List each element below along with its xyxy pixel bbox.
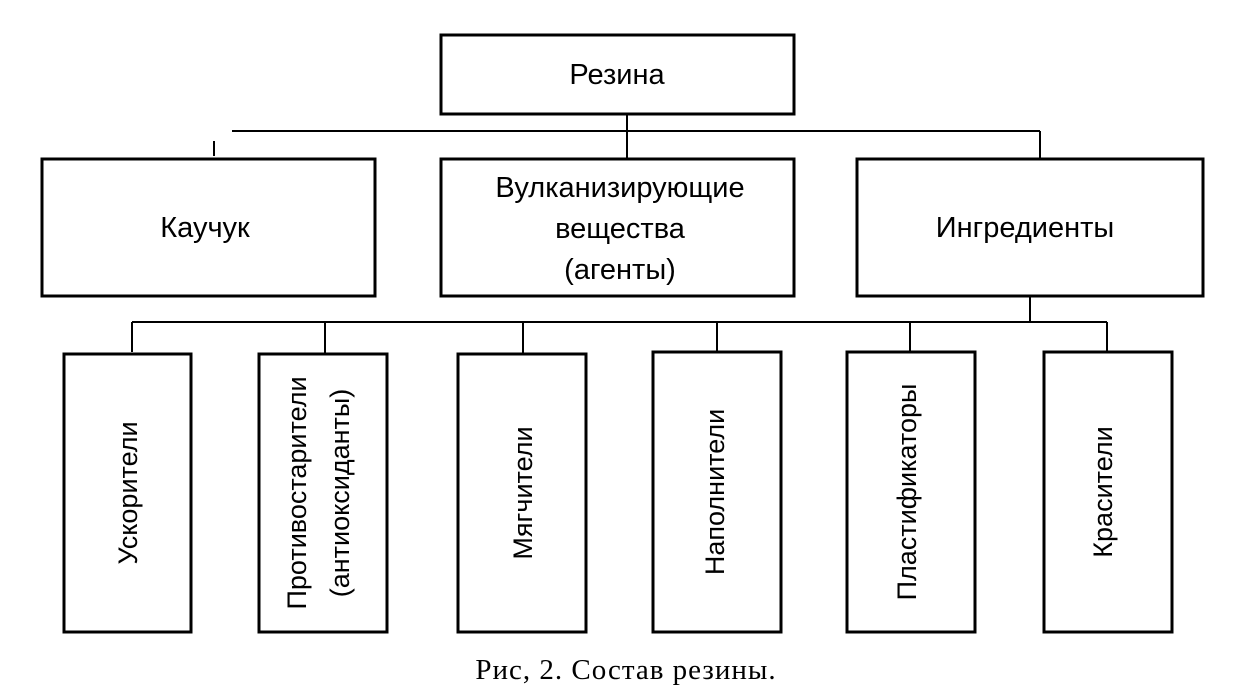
node-vulcanizing-line2: вещества: [555, 213, 686, 245]
connectors-bottom: [131, 296, 1108, 354]
node-fillers: Наполнители: [651, 350, 783, 634]
node-rubber-compound: Резина: [439, 33, 796, 116]
node-vulcanizing-line1: Вулканизирующие: [495, 172, 744, 204]
composition-diagram: Резина Каучук Вулканизирующие вещества (…: [40, 33, 1205, 634]
node-dyes: Красители: [1042, 350, 1174, 634]
node-accelerators: Ускорители: [62, 352, 193, 634]
node-vulcanizing-line3: (агенты): [564, 254, 676, 286]
node-antioxidants: Противостарители (антиоксиданты): [257, 352, 389, 634]
node-plasticizers-label: Пластификаторы: [892, 384, 922, 601]
connectors-top: [213, 114, 1041, 159]
node-softeners: Мягчители: [456, 352, 588, 634]
node-ingredients: Ингредиенты: [855, 157, 1205, 298]
node-ingredients-label: Ингредиенты: [936, 212, 1114, 244]
node-antioxidants-line2: (антиоксиданты): [325, 389, 355, 598]
node-vulcanizing-agents: Вулканизирующие вещества (агенты): [439, 157, 796, 298]
node-softeners-label: Мягчители: [508, 426, 538, 559]
node-rubber-label: Каучук: [160, 212, 250, 244]
node-accelerators-label: Ускорители: [113, 421, 143, 564]
figure-caption: Рис, 2. Состав резины.: [475, 654, 777, 686]
node-rubber: Каучук: [40, 157, 377, 298]
node-plasticizers: Пластификаторы: [845, 350, 977, 634]
node-rubber-compound-label: Резина: [569, 59, 665, 91]
node-antioxidants-line1: Противостарители: [282, 376, 312, 609]
node-fillers-label: Наполнители: [700, 409, 730, 575]
node-dyes-label: Красители: [1088, 426, 1118, 557]
